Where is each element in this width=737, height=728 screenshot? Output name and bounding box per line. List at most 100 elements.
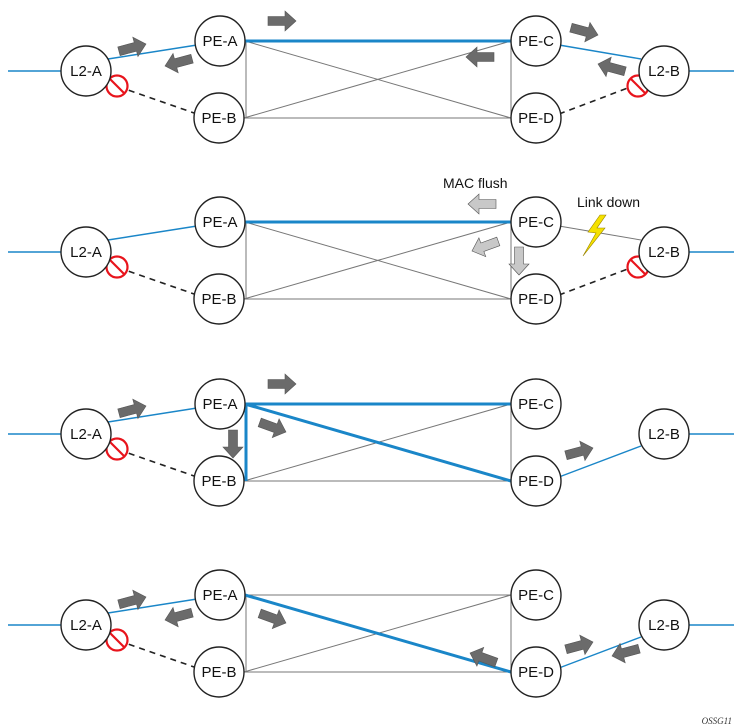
blocked-icon (105, 255, 129, 279)
node-pe-c: PE-C (510, 15, 562, 67)
node-l2-a: L2-A (60, 45, 112, 97)
node-pe-b: PE-B (193, 455, 245, 507)
node-label: L2-A (70, 244, 102, 261)
ped-l2b (558, 445, 642, 478)
node-pe-c: PE-C (510, 378, 562, 430)
lightning-icon (582, 214, 607, 257)
node-label: L2-B (648, 426, 680, 443)
node-circle (193, 273, 245, 325)
blocked-slash (109, 259, 125, 275)
l2a-pea (107, 598, 198, 614)
blocked-icon (105, 628, 129, 652)
node-label: PE-C (518, 33, 554, 50)
traffic-arrow (597, 56, 627, 78)
blocked-slash (109, 441, 125, 457)
node-label: PE-C (518, 214, 554, 231)
traffic-arrow (469, 646, 499, 668)
node-l2-a: L2-A (60, 408, 112, 460)
node-label: PE-A (202, 587, 237, 604)
node-circle (194, 196, 246, 248)
mac-flush-arrow (508, 246, 530, 276)
node-pe-a: PE-A (194, 196, 246, 248)
node-circle (638, 45, 690, 97)
node-circle (638, 226, 690, 278)
traffic-arrow (257, 417, 287, 439)
ped-l2b (558, 636, 642, 669)
node-label: PE-D (518, 473, 554, 490)
node-pe-d: PE-D (510, 92, 562, 144)
node-circle (510, 378, 562, 430)
node-circle (60, 45, 112, 97)
node-label: PE-A (202, 396, 237, 413)
node-pe-d: PE-D (510, 455, 562, 507)
blocked-slash (630, 78, 646, 94)
node-pe-a: PE-A (194, 378, 246, 430)
figure-id: OSSG11 (702, 716, 732, 726)
node-label: L2-A (70, 63, 102, 80)
mac-flush-arrow (471, 236, 501, 258)
node-l2-b: L2-B (638, 599, 690, 651)
link-peb-pec (243, 40, 512, 119)
traffic-arrow (267, 10, 297, 32)
node-pe-d: PE-D (510, 273, 562, 325)
node-circle (193, 92, 245, 144)
blocked-slash (109, 632, 125, 648)
node-label: L2-A (70, 617, 102, 634)
traffic-arrow (611, 642, 641, 664)
node-pe-b: PE-B (193, 646, 245, 698)
node-circle (193, 646, 245, 698)
node-l2-b: L2-B (638, 408, 690, 460)
panel-3: L2-A PE-A PE-B PE-C PE-D L2-B (8, 373, 734, 507)
traffic-arrow (257, 608, 287, 630)
blocked-slash (109, 78, 125, 94)
panel-1: L2-A PE-A PE-B PE-C PE-D L2-B (8, 10, 734, 144)
l2a-pea (107, 44, 198, 60)
node-circle (60, 226, 112, 278)
node-circle (193, 455, 245, 507)
traffic-arrow (117, 589, 147, 611)
node-circle (194, 569, 246, 621)
l2a-pea (107, 407, 198, 423)
node-label: L2-B (648, 63, 680, 80)
node-label: PE-A (202, 33, 237, 50)
node-label: PE-B (201, 291, 236, 308)
traffic-arrow (117, 36, 147, 58)
node-pe-c: PE-C (510, 196, 562, 248)
node-circle (510, 273, 562, 325)
node-circle (510, 15, 562, 67)
node-pe-a: PE-A (194, 569, 246, 621)
node-label: L2-A (70, 426, 102, 443)
traffic-arrow (267, 373, 297, 395)
active-pw-pea-ped (244, 593, 512, 674)
traffic-arrow (564, 634, 594, 656)
node-label: PE-D (518, 110, 554, 127)
node-l2-a: L2-A (60, 226, 112, 278)
node-circle (510, 92, 562, 144)
traffic-arrow (569, 21, 599, 43)
node-l2-b: L2-B (638, 226, 690, 278)
node-l2-b: L2-B (638, 45, 690, 97)
l2a-pea (107, 225, 198, 241)
ped-l2b-standby (558, 263, 642, 296)
node-label: PE-C (518, 396, 554, 413)
node-label: PE-B (201, 664, 236, 681)
link-down-label: Link down (577, 194, 640, 210)
node-l2-a: L2-A (60, 599, 112, 651)
node-pe-b: PE-B (193, 92, 245, 144)
node-label: PE-D (518, 291, 554, 308)
node-label: L2-B (648, 244, 680, 261)
node-circle (60, 408, 112, 460)
traffic-arrow (164, 52, 194, 74)
node-pe-a: PE-A (194, 15, 246, 67)
node-label: PE-B (201, 110, 236, 127)
node-circle (194, 378, 246, 430)
node-circle (638, 408, 690, 460)
traffic-arrow (222, 429, 244, 459)
node-pe-d: PE-D (510, 646, 562, 698)
node-circle (638, 599, 690, 651)
pec-l2b (558, 44, 642, 60)
mac-flush-label: MAC flush (443, 175, 508, 191)
node-circle (60, 599, 112, 651)
traffic-arrow (117, 398, 147, 420)
